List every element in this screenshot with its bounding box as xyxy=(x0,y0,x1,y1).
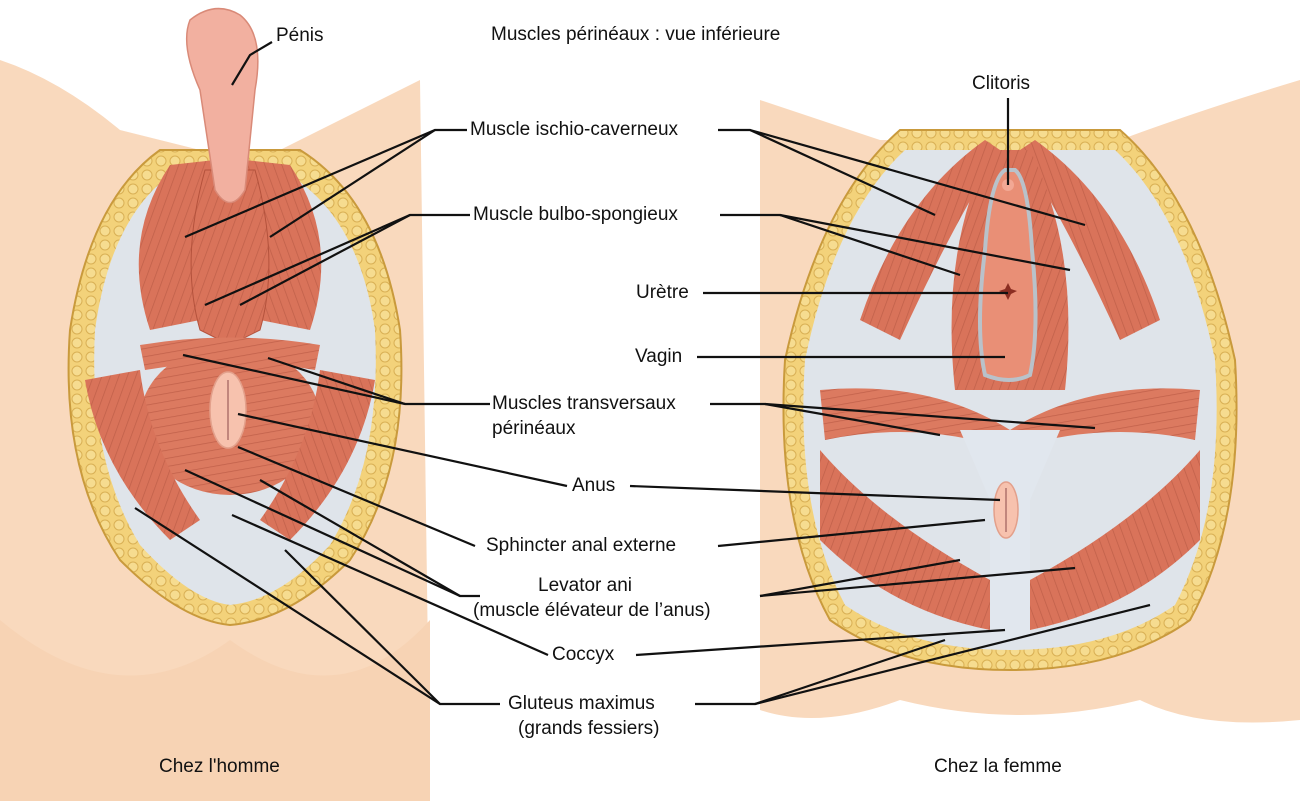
male-levator-left xyxy=(85,370,200,540)
leader-coccyx-female xyxy=(635,628,1006,657)
leader-penis xyxy=(231,41,273,86)
leader-sphincter-male xyxy=(237,445,476,548)
leader-levator-female xyxy=(759,558,961,598)
label-levator-line1: Levator ani xyxy=(538,575,633,596)
male-bulbospongiosus xyxy=(190,169,270,346)
caption-female: Chez la femme xyxy=(934,756,1062,777)
label-gluteus-line2: (grands fessiers) xyxy=(518,718,660,739)
label-transverse-line2: périnéaux xyxy=(492,418,576,439)
female-transverse xyxy=(820,388,1200,450)
label-external-anal-sphincter: Sphincter anal externe xyxy=(486,535,677,556)
leader-anus-male xyxy=(237,412,568,488)
female-levator-right xyxy=(1030,450,1200,630)
male-buttocks-shadow xyxy=(0,620,430,801)
label-clitoris: Clitoris xyxy=(972,73,1031,94)
male-penis xyxy=(185,7,259,204)
leader-transverse-female-2 xyxy=(764,402,1096,430)
leader-transverse-male-2 xyxy=(267,356,406,406)
label-penis: Pénis xyxy=(276,25,324,46)
leader-ischio-male-2 xyxy=(269,129,436,238)
diagram-title: Muscles périnéaux : vue inférieure xyxy=(491,24,781,45)
male-figure xyxy=(0,7,430,801)
label-anus: Anus xyxy=(572,475,616,496)
leader-anus-female xyxy=(629,484,1001,502)
label-gluteus-line1: Gluteus maximus xyxy=(508,693,655,714)
leader-bulbo-male-2 xyxy=(239,214,411,306)
female-urethra-marker xyxy=(999,283,1017,300)
leader-coccyx-male xyxy=(231,513,549,657)
label-bulbospongiosus: Muscle bulbo-spongieux xyxy=(473,204,678,225)
female-vestibule xyxy=(978,168,1038,382)
label-vagina: Vagin xyxy=(635,346,683,367)
leader-gluteus-female-2 xyxy=(754,603,1151,706)
label-ischiocavernosus: Muscle ischio-caverneux xyxy=(470,119,679,140)
leader-levator-male-2 xyxy=(184,468,461,598)
leader-ischio-female-2 xyxy=(749,128,1086,227)
leader-gluteus-male-2 xyxy=(284,549,441,705)
female-figure xyxy=(760,80,1300,723)
label-coccyx: Coccyx xyxy=(552,644,615,665)
label-transverse-line1: Muscles transversaux xyxy=(492,393,676,414)
leader-sphincter-female xyxy=(717,518,986,548)
label-levator-line2: (muscle élévateur de l’anus) xyxy=(473,600,711,621)
male-coccyx-region xyxy=(200,502,260,560)
female-ischiocavernosus-right xyxy=(1020,140,1160,340)
caption-male: Chez l'homme xyxy=(159,756,280,777)
leader-bulbo-female-2 xyxy=(779,213,1071,272)
leader-levator-female-2 xyxy=(759,566,1076,598)
label-urethra: Urètre xyxy=(636,282,689,303)
leader-lines xyxy=(134,41,1151,706)
